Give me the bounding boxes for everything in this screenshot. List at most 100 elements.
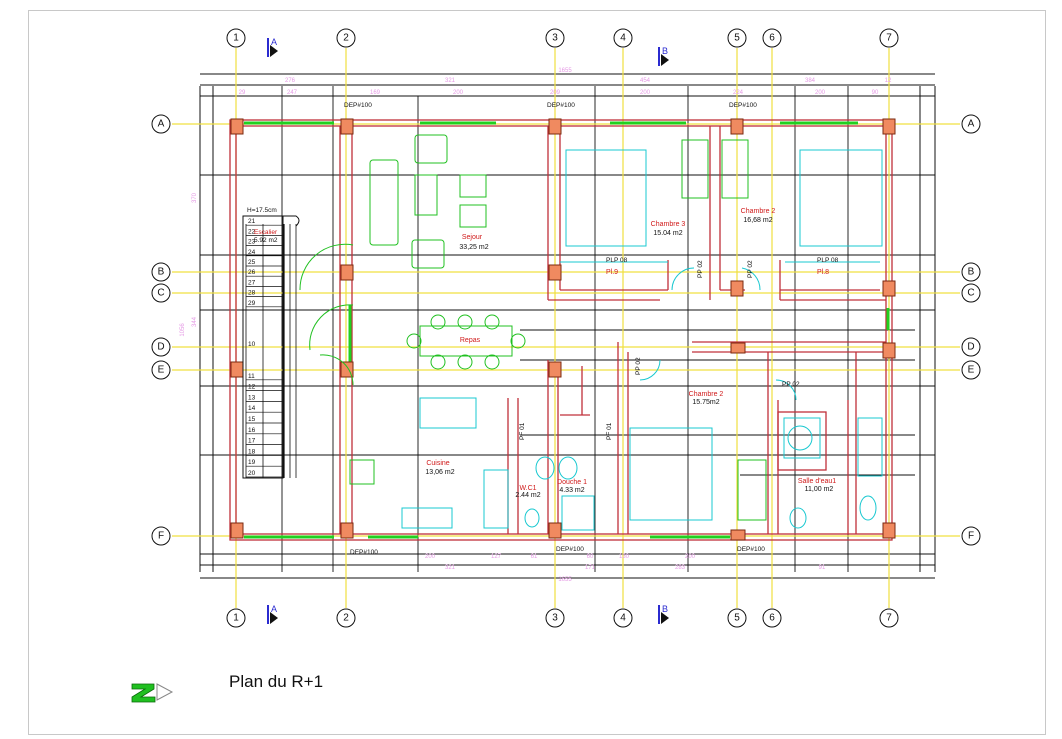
axis-bubble-label: 6 bbox=[769, 33, 775, 44]
pp-label: PP 02 bbox=[697, 260, 704, 278]
axis-bubble-circle bbox=[151, 337, 171, 357]
dimension-value: 1655 bbox=[558, 68, 572, 74]
dep-label: DEP#100 bbox=[556, 546, 584, 553]
axis-bubble-D: D bbox=[151, 337, 171, 357]
stair-riser-height: H=17.5cm bbox=[247, 207, 277, 214]
axis-bubble-label: E bbox=[158, 365, 165, 376]
furniture bbox=[299, 134, 767, 521]
room-name-chambre-2-lower: Chambre 2 bbox=[689, 391, 724, 398]
dep-label: DEP#100 bbox=[547, 102, 575, 109]
dimension-value: 344 bbox=[192, 316, 198, 327]
dimension-value: 200 bbox=[640, 90, 651, 96]
room-name-repas: Repas bbox=[460, 337, 481, 344]
stair-step-number: 19 bbox=[248, 459, 256, 466]
room-area-chambre-2-lower: 15.75m2 bbox=[692, 399, 719, 406]
axis-bubble-circle bbox=[545, 608, 565, 628]
room-labels: Sejour 33,25 m2 Chambre 3 15.04 m2 Chamb… bbox=[425, 208, 836, 499]
axis-bubble-B: B bbox=[961, 262, 981, 282]
axis-bubble-6: 6 bbox=[762, 28, 782, 48]
section-markers: A B A B bbox=[267, 37, 669, 624]
axis-bubble-circle bbox=[727, 28, 747, 48]
pf-label: PF 01 bbox=[519, 422, 526, 440]
axis-bubble-label: D bbox=[967, 342, 974, 353]
columns bbox=[230, 118, 896, 541]
dimension-value: 171 bbox=[585, 565, 596, 571]
plan-title: Plan du R+1 bbox=[229, 672, 324, 691]
axis-bubble-circle bbox=[727, 608, 747, 628]
axis-bubble-label: F bbox=[968, 531, 974, 542]
stair-step-number: 27 bbox=[248, 279, 256, 286]
room-name-salle-deau1: Salle d'eau1 bbox=[798, 478, 836, 485]
dimension-value: 127 bbox=[491, 554, 502, 560]
axis-bubble-label: A bbox=[158, 119, 165, 130]
axis-bubble-5: 5 bbox=[727, 28, 747, 48]
axis-bubble-7: 7 bbox=[879, 608, 899, 628]
room-area-escalier: 5.92 m2 bbox=[254, 237, 278, 244]
axis-bubble-C: C bbox=[151, 283, 171, 303]
windows bbox=[244, 121, 890, 539]
stair-step-number: 18 bbox=[248, 448, 256, 455]
room-area-wc1: 2.44 m2 bbox=[515, 492, 540, 499]
axis-bubble-label: 5 bbox=[734, 613, 740, 624]
axis-bubble-E: E bbox=[961, 360, 981, 380]
axis-bubble-circle bbox=[762, 28, 782, 48]
axis-bubble-B: B bbox=[151, 262, 171, 282]
dimension-value: 200 bbox=[453, 90, 464, 96]
dimension-value: 61 bbox=[531, 554, 538, 560]
misc-labels: DEP#100 DEP#100 DEP#100 DEP#100 DEP#100 … bbox=[344, 102, 839, 556]
dimension-lines-top bbox=[199, 73, 936, 579]
axis-bubble-2: 2 bbox=[336, 608, 356, 628]
dimension-value: 276 bbox=[285, 78, 296, 84]
axis-bubble-D: D bbox=[961, 337, 981, 357]
axis-bubble-circle bbox=[151, 526, 171, 546]
dep-label: DEP#100 bbox=[737, 546, 765, 553]
plp-label: PLP 08 bbox=[817, 257, 839, 264]
axis-bubble-label: 1 bbox=[233, 33, 239, 44]
axis-bubble-circle bbox=[879, 608, 899, 628]
axis-bubble-label: 7 bbox=[886, 33, 892, 44]
section-label: A bbox=[271, 37, 277, 47]
dimension-value: 169 bbox=[370, 90, 381, 96]
dep-label: DEP#100 bbox=[350, 549, 378, 556]
dimension-value: 130 bbox=[619, 554, 630, 560]
dimension-value: 91 bbox=[819, 565, 826, 571]
axis-bubble-circle bbox=[151, 114, 171, 134]
axis-bubble-4: 4 bbox=[613, 28, 633, 48]
axis-bubble-circle bbox=[151, 283, 171, 303]
room-area-douche-1: 4.33 m2 bbox=[559, 487, 584, 494]
stair-step-number: 28 bbox=[248, 290, 256, 297]
stair-step-number: 15 bbox=[248, 416, 256, 423]
axis-bubble-label: 7 bbox=[886, 613, 892, 624]
room-name-wc1: W.C1 bbox=[519, 485, 536, 492]
dimension-value: 200 bbox=[815, 90, 826, 96]
axis-bubble-2: 2 bbox=[336, 28, 356, 48]
axis-bubble-label: 3 bbox=[552, 613, 558, 624]
dimension-value: 200 bbox=[685, 554, 696, 560]
axis-bubble-A: A bbox=[151, 114, 171, 134]
dimension-value: 1056 bbox=[180, 323, 186, 337]
stair-step-number: 23 bbox=[248, 239, 256, 246]
axis-bubble-3: 3 bbox=[545, 28, 565, 48]
axis-bubble-circle bbox=[613, 28, 633, 48]
axis-bubble-circle bbox=[961, 360, 981, 380]
dimension-value: 60 bbox=[587, 554, 594, 560]
dep-label: DEP#100 bbox=[729, 102, 757, 109]
pl9-label: Pl.9 bbox=[606, 269, 618, 276]
room-area-cuisine: 13,06 m2 bbox=[425, 469, 454, 476]
axis-bubble-label: 4 bbox=[620, 613, 626, 624]
section-label: A bbox=[271, 604, 277, 614]
axis-bubble-label: C bbox=[967, 288, 974, 299]
dimension-value: 283 bbox=[675, 565, 686, 571]
stair-step-number: 25 bbox=[248, 259, 256, 266]
room-name-douche-1: Douche 1 bbox=[557, 479, 587, 486]
dimension-value: 1655 bbox=[558, 577, 572, 583]
axis-bubble-circle bbox=[613, 608, 633, 628]
axis-bubble-circle bbox=[961, 526, 981, 546]
axis-bubble-label: E bbox=[968, 365, 975, 376]
dimension-value: 12 bbox=[885, 78, 892, 84]
axis-bubble-C: C bbox=[961, 283, 981, 303]
